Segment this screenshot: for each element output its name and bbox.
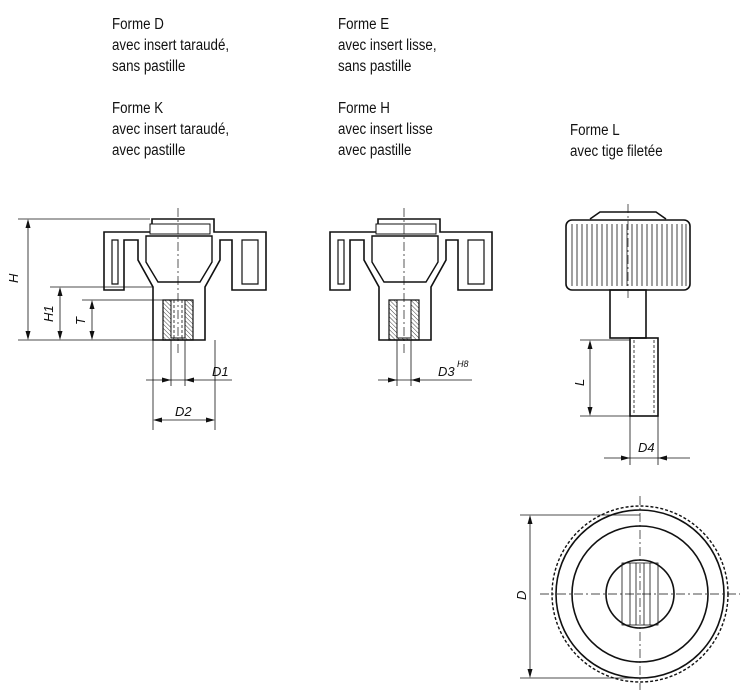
dimension-lines-d-k <box>18 218 232 430</box>
caption-line: sans pastille <box>112 58 186 75</box>
caption-forme-e: Forme E avec insert lisse, sans pastille <box>338 14 437 77</box>
dim-label-t: T <box>73 316 88 325</box>
dim-label-d: D <box>514 591 529 600</box>
dimension-lines-e-h <box>378 340 472 386</box>
dim-label-l: L <box>572 379 587 386</box>
dim-label-d1: D1 <box>212 364 229 379</box>
caption-line: sans pastille <box>338 58 412 75</box>
caption-title: Forme K <box>112 100 164 117</box>
dim-label-d3-tolerance: H8 <box>457 359 469 369</box>
top-view-knurled-knob <box>540 496 740 690</box>
dimension-lines-d <box>520 514 640 679</box>
caption-line: avec tige filetée <box>570 143 663 160</box>
caption-forme-k: Forme K avec insert taraudé, avec pastil… <box>112 98 229 161</box>
caption-line: avec insert lisse <box>338 121 433 138</box>
dim-label-h1: H1 <box>41 305 56 322</box>
section-view-forme-e-h <box>329 208 493 356</box>
caption-forme-l: Forme L avec tige filetée <box>570 120 663 162</box>
caption-title: Forme L <box>570 122 620 139</box>
caption-forme-h: Forme H avec insert lisse avec pastille <box>338 98 433 161</box>
dim-label-d3: D3 <box>438 364 455 379</box>
dimension-lines-l <box>580 339 690 465</box>
caption-title: Forme E <box>338 16 390 33</box>
caption-line: avec pastille <box>338 142 412 159</box>
side-view-forme-l <box>565 204 691 417</box>
caption-forme-d: Forme D avec insert taraudé, sans pastil… <box>112 14 229 77</box>
caption-line: avec insert taraudé, <box>112 121 230 138</box>
dim-label-d2: D2 <box>175 404 192 419</box>
caption-title: Forme D <box>112 16 164 33</box>
caption-line: avec insert taraudé, <box>112 37 230 54</box>
dim-label-h: H <box>6 273 21 283</box>
caption-title: Forme H <box>338 100 390 117</box>
caption-line: avec pastille <box>112 142 186 159</box>
section-view-forme-d-k <box>103 208 267 356</box>
dim-label-d4: D4 <box>638 440 655 455</box>
caption-line: avec insert lisse, <box>338 37 437 54</box>
